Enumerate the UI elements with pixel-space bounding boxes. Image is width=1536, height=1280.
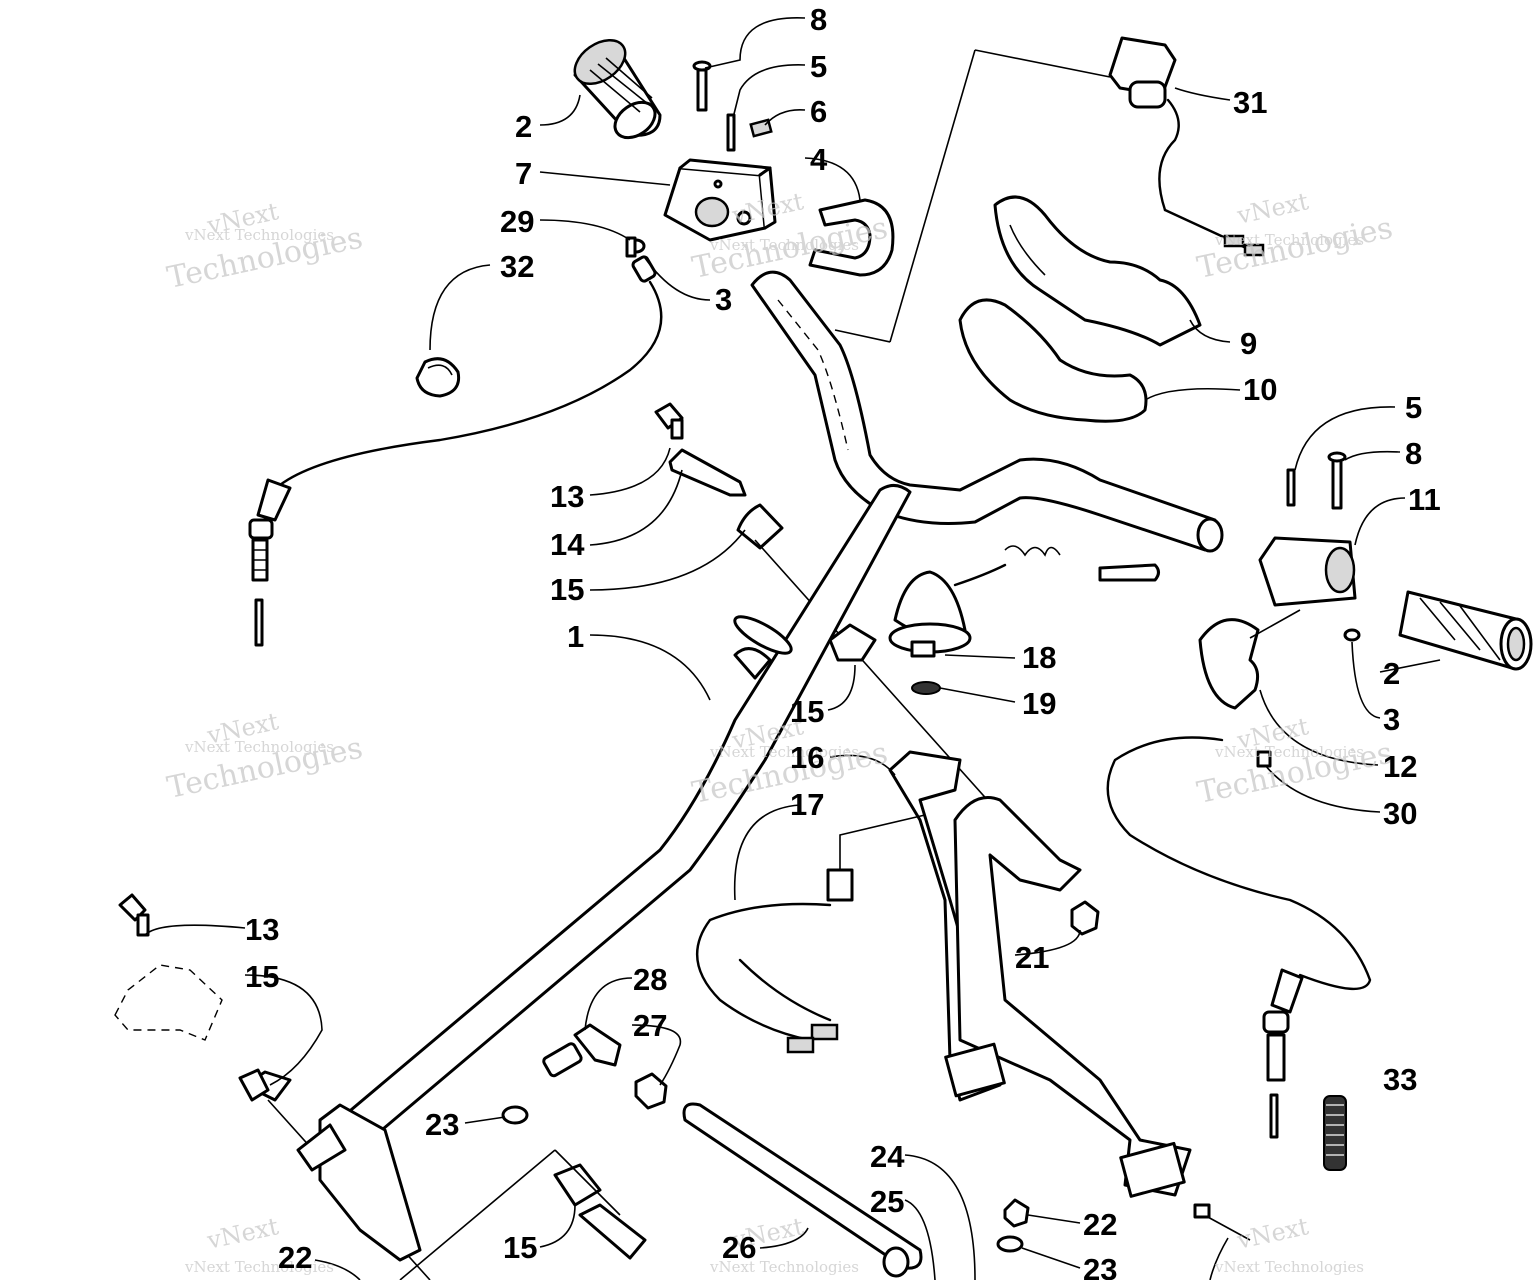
callout-29: 29 xyxy=(500,204,534,239)
watermark-full-1: vNext Technologies xyxy=(184,226,334,244)
callout-13-top: 13 xyxy=(550,479,584,514)
washer-23-left xyxy=(501,1105,529,1125)
callout-8-right: 8 xyxy=(1405,436,1422,471)
watermark-full-7: vNext Technologies xyxy=(184,1258,334,1276)
steering-support-16 xyxy=(888,750,1192,1198)
bolt-8-left xyxy=(692,60,712,112)
callout-15-top: 15 xyxy=(550,572,584,607)
right-cable-end xyxy=(1262,968,1304,1139)
left-throttle-cable xyxy=(278,280,663,487)
callout-13-left: 13 xyxy=(245,912,279,947)
watermark-full-5: vNext Technologies xyxy=(709,743,859,761)
callout-15-left: 15 xyxy=(245,959,279,994)
callout-15-bottom: 15 xyxy=(503,1230,537,1265)
nut-27 xyxy=(634,1072,668,1110)
bolt-13-top xyxy=(654,402,684,440)
handlebar-pad-10 xyxy=(958,298,1148,423)
tie-rod-26 xyxy=(682,1102,923,1278)
clip-15-bottom xyxy=(553,1163,647,1260)
callout-23-right: 23 xyxy=(1083,1252,1117,1280)
callout-2-left: 2 xyxy=(515,109,532,144)
callout-8-top: 8 xyxy=(810,2,827,37)
callout-5-top: 5 xyxy=(810,49,827,84)
callout-4: 4 xyxy=(810,142,828,177)
leader-lines xyxy=(144,17,1441,1280)
callout-5-right: 5 xyxy=(1405,390,1422,425)
left-throttle-housing xyxy=(663,158,777,242)
switch-17 xyxy=(696,814,926,1054)
callout-1: 1 xyxy=(567,619,584,654)
watermark-full-4: vNext Technologies xyxy=(184,738,334,756)
washer-3-right xyxy=(1343,628,1361,642)
pin-5-right xyxy=(1286,468,1296,507)
callout-24: 24 xyxy=(870,1139,905,1174)
callout-7: 7 xyxy=(515,156,532,191)
callout-19: 19 xyxy=(1022,686,1056,721)
pin-5-left xyxy=(726,113,736,152)
callout-28: 28 xyxy=(633,962,667,997)
bolt-8-right xyxy=(1327,451,1347,510)
callout-12: 12 xyxy=(1383,749,1417,784)
right-grip xyxy=(1398,590,1533,671)
callout-26: 26 xyxy=(722,1230,756,1265)
watermark-full-3: vNext Technologies xyxy=(1214,231,1364,249)
callout-30: 30 xyxy=(1383,796,1417,831)
tie-rod-end-28 xyxy=(542,1023,622,1078)
nut-21 xyxy=(1070,900,1100,936)
callout-11: 11 xyxy=(1408,482,1441,517)
watermark-vnext-3: vNext xyxy=(1234,187,1312,230)
pivot-bracket xyxy=(296,1103,422,1262)
washer-23-right xyxy=(996,1235,1024,1253)
watermark-full-2: vNext Technologies xyxy=(709,236,859,254)
callout-16: 16 xyxy=(790,740,824,775)
watermark-full-6: vNext Technologies xyxy=(1214,743,1364,761)
callout-25: 25 xyxy=(870,1184,904,1219)
bracket-14 xyxy=(668,448,747,497)
callout-22-left: 22 xyxy=(278,1240,312,1275)
callout-31: 31 xyxy=(1233,85,1267,120)
lower-bracket-13-15 xyxy=(114,893,292,1102)
right-throttle-housing xyxy=(1258,536,1357,607)
left-cable-end xyxy=(248,478,292,647)
left-grip xyxy=(573,38,662,140)
clip-30 xyxy=(1256,750,1272,768)
callout-22-right: 22 xyxy=(1083,1207,1117,1242)
callout-32: 32 xyxy=(500,249,534,284)
watermark-vnext-9: vNext xyxy=(1234,1212,1312,1255)
clamp-32 xyxy=(415,357,461,398)
callout-15-mid: 15 xyxy=(790,694,824,729)
clip-15-mid xyxy=(828,623,877,662)
clip-15-top xyxy=(736,503,784,550)
callout-3-left: 3 xyxy=(715,282,732,317)
right-throttle-cable xyxy=(1106,736,1372,990)
lever-12 xyxy=(1198,618,1260,710)
callout-6: 6 xyxy=(810,94,827,129)
callout-27: 27 xyxy=(633,1008,667,1043)
nut-22-right xyxy=(1003,1198,1030,1228)
callout-labels: 8 5 6 4 2 7 29 32 3 31 9 10 5 8 11 2 3 1… xyxy=(245,2,1441,1280)
callout-21: 21 xyxy=(1015,940,1049,975)
watermark-full-9: vNext Technologies xyxy=(1214,1258,1364,1276)
lever-4 xyxy=(808,198,895,277)
watermark-vnext-7: vNext xyxy=(204,1212,282,1255)
callout-9: 9 xyxy=(1240,326,1257,361)
watermark-full-8: vNext Technologies xyxy=(709,1258,859,1276)
handlebar-pad-9 xyxy=(993,195,1202,347)
steering-post xyxy=(343,484,912,1142)
tether-switch-18 xyxy=(888,545,1160,658)
callout-3-right: 3 xyxy=(1383,702,1400,737)
callout-18: 18 xyxy=(1022,640,1056,675)
callout-33: 33 xyxy=(1383,1062,1417,1097)
switch-31 xyxy=(1108,36,1265,257)
washer-19 xyxy=(911,681,941,695)
callout-14: 14 xyxy=(550,527,585,562)
callout-2-right: 2 xyxy=(1383,656,1400,691)
callout-23-left: 23 xyxy=(425,1107,459,1142)
callout-17: 17 xyxy=(790,787,824,822)
callout-10: 10 xyxy=(1243,372,1277,407)
spring-33 xyxy=(1323,1095,1347,1171)
